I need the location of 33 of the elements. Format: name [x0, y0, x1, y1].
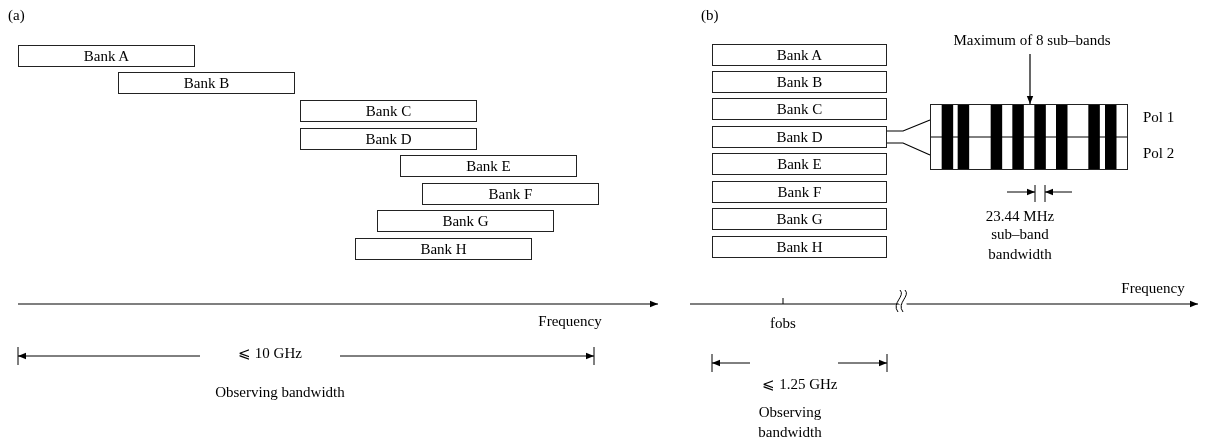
- bank-box: Bank B: [118, 72, 295, 94]
- bank-box: Bank F: [422, 183, 599, 205]
- bank-box: Bank F: [712, 181, 887, 203]
- axis-label: Frequency: [538, 312, 602, 330]
- tick-label: fobs: [770, 314, 796, 332]
- bank-box: Bank D: [300, 128, 477, 150]
- bank-box: Bank G: [712, 208, 887, 230]
- annotation-text: Maximum of 8 sub–bands: [952, 30, 1112, 50]
- panel-label: (b): [701, 6, 719, 24]
- bank-box: Bank G: [377, 210, 554, 232]
- dimension-caption: Observing bandwidth: [757, 403, 823, 443]
- polarization-label: Pol 1: [1143, 108, 1175, 126]
- bank-box: Bank A: [18, 45, 195, 67]
- connector-line: [886, 119, 931, 132]
- arrow: [1026, 53, 1034, 105]
- dimension-caption: sub–band bandwidth: [987, 225, 1053, 265]
- bank-box: Bank A: [712, 44, 887, 66]
- connector-line: [886, 142, 931, 156]
- polarization-label: Pol 2: [1143, 144, 1175, 162]
- bank-box: Bank C: [300, 100, 477, 122]
- bank-box: Bank C: [712, 98, 887, 120]
- bandwidth-value: ⩽ 10 GHz: [238, 344, 302, 362]
- dimension-caption: Observing bandwidth: [215, 383, 345, 401]
- bank-box: Bank E: [400, 155, 577, 177]
- bank-box: Bank D: [712, 126, 887, 148]
- bank-box: Bank B: [712, 71, 887, 93]
- axis-label: Frequency: [1121, 279, 1185, 297]
- panel-label: (a): [8, 6, 25, 24]
- bandwidth-value: ⩽ 1.25 GHz: [762, 375, 838, 393]
- bank-box: Bank E: [712, 153, 887, 175]
- bandwidth-value: 23.44 MHz: [985, 207, 1055, 225]
- bank-box: Bank H: [355, 238, 532, 260]
- bank-box: Bank H: [712, 236, 887, 258]
